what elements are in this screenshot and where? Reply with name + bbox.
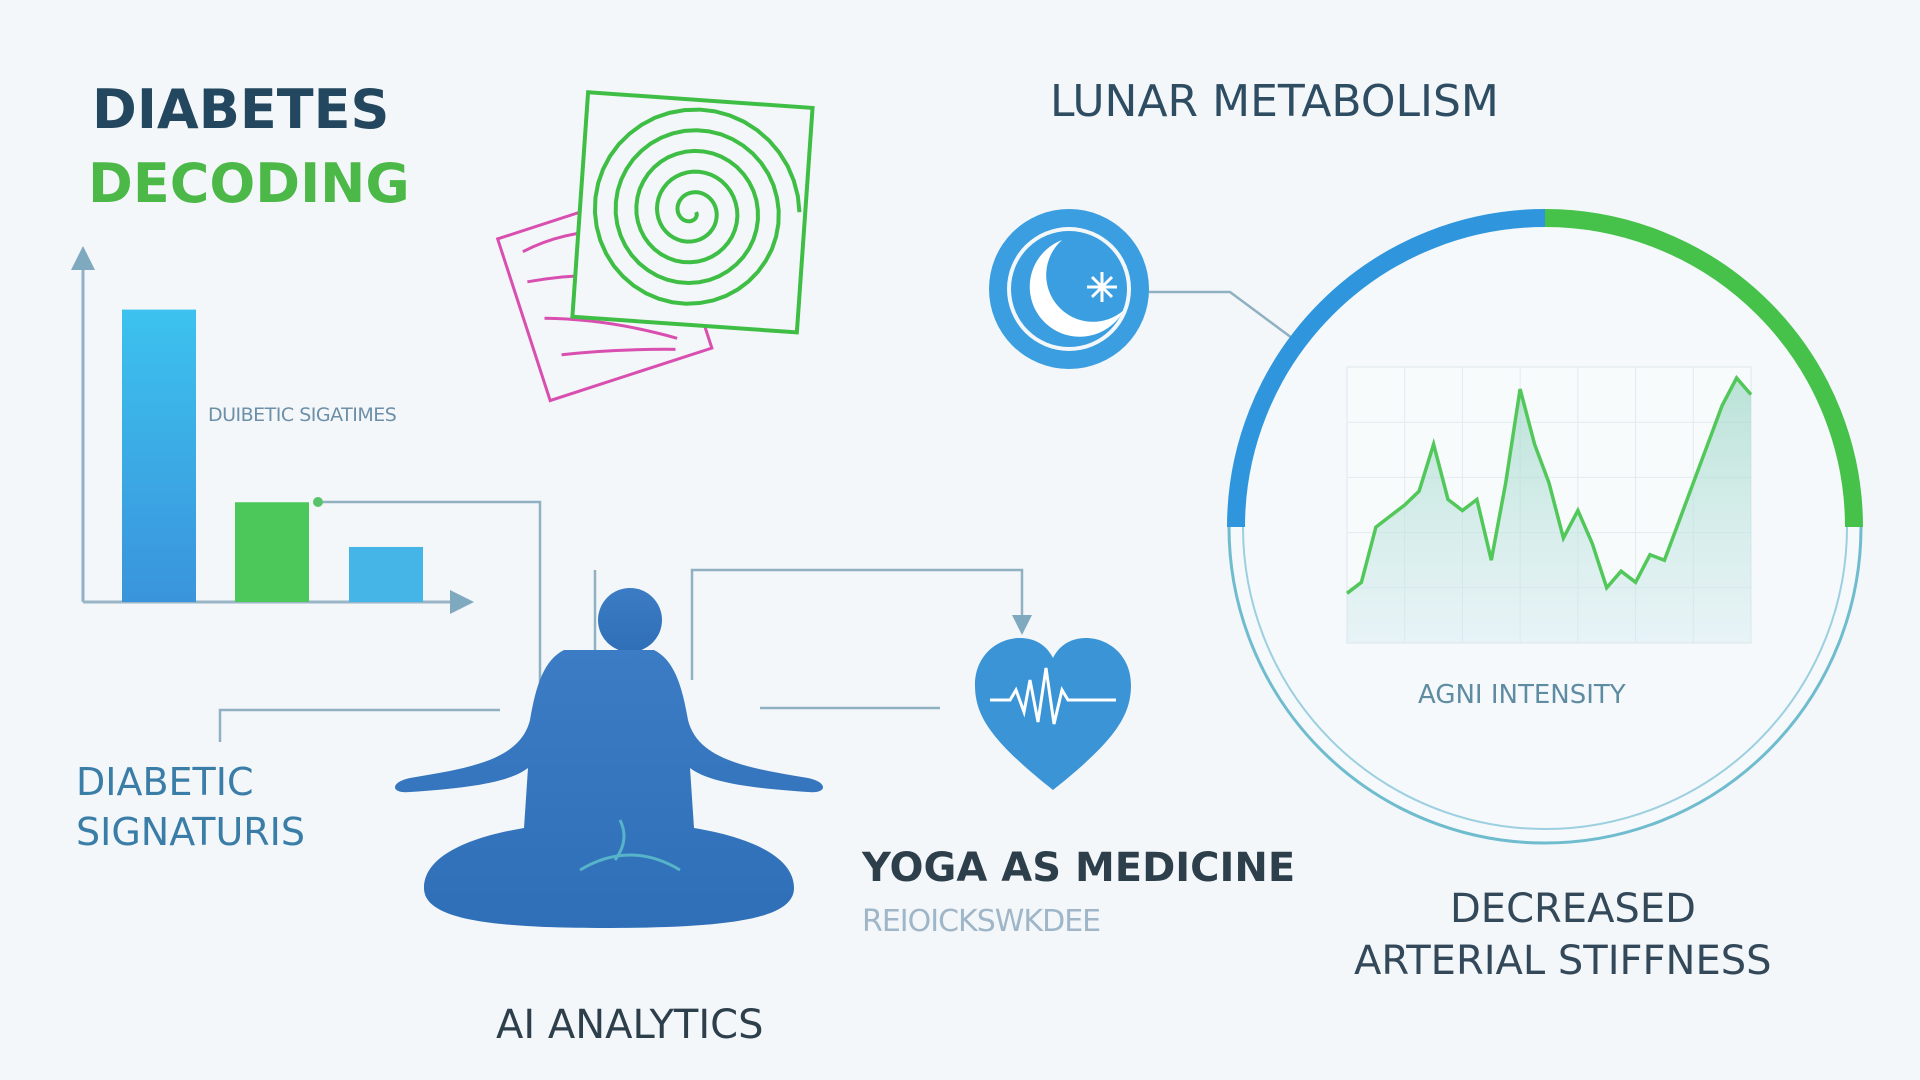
- bar-chart: [71, 246, 474, 614]
- bar: [349, 546, 423, 602]
- agni-line: [1345, 374, 1753, 595]
- ai-analytics-label: AI ANALYTICS: [496, 1002, 764, 1048]
- heart-pulse-icon: [975, 638, 1131, 790]
- diabetic-signatures-line-1: DIABETIC: [76, 760, 254, 804]
- yoga-subtitle: REIOICKSWKDEE: [862, 904, 1101, 939]
- connector-node: [313, 497, 323, 507]
- bar-chart-label: DUIBETIC SIGATIMES: [208, 404, 397, 426]
- outcome-line-1: DECREASED: [1450, 886, 1696, 932]
- outcome-line-2: ARTERIAL STIFFNESS: [1354, 938, 1772, 984]
- moon-icon: [989, 209, 1149, 369]
- connector-lines: [218, 290, 1293, 742]
- lunar-metabolism-title: LUNAR METABOLISM: [1050, 76, 1499, 127]
- meditating-figure: [395, 588, 823, 928]
- title-line-1: DIABETES: [92, 78, 390, 141]
- agni-chart: [1345, 366, 1753, 644]
- title-line-2: DECODING: [88, 152, 410, 215]
- agni-area: [1347, 378, 1751, 643]
- diabetic-signatures-line-2: SIGNATURIS: [76, 810, 306, 854]
- yoga-title: YOGA AS MEDICINE: [862, 845, 1296, 891]
- agni-intensity-label: AGNI INTENSITY: [1418, 680, 1626, 710]
- bar: [235, 502, 309, 602]
- spiral-squares-icon: [495, 90, 815, 403]
- bar: [122, 309, 196, 602]
